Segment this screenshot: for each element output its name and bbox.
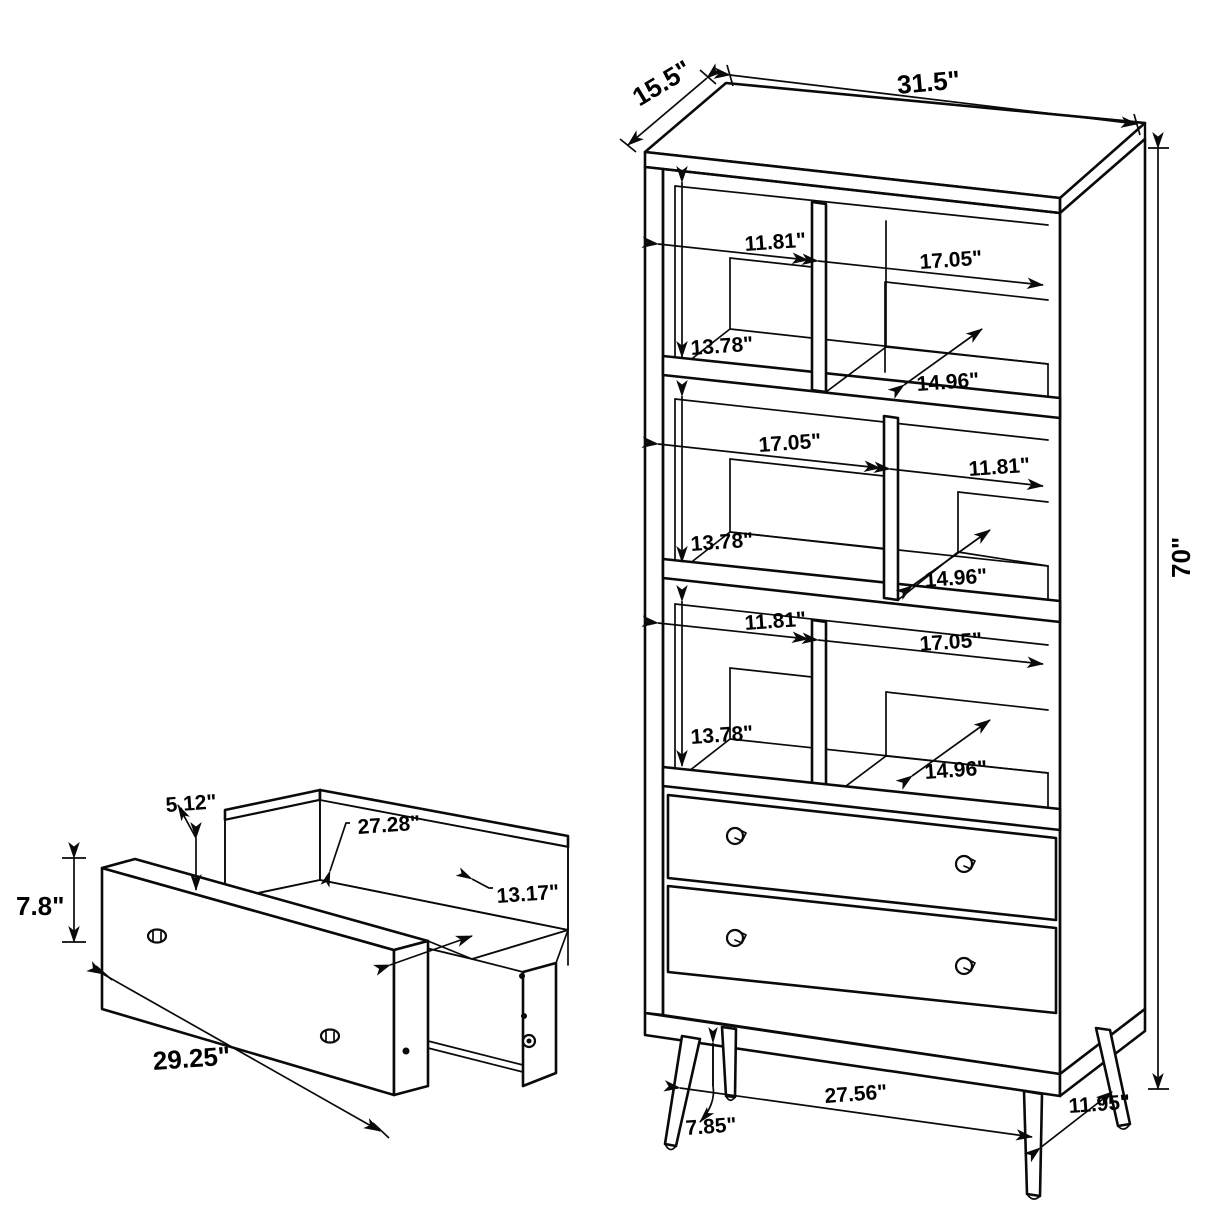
knob-icon (734, 828, 747, 842)
knob-icon[interactable] (319, 1028, 341, 1044)
dimension-label-r1-left-w: 11.81" (743, 228, 807, 256)
drawer-upper[interactable] (666, 793, 1058, 922)
drawer-dimension-lines (62, 804, 493, 1139)
dimension-label-leg-depth: 11.95" (1067, 1090, 1131, 1118)
knob-icon[interactable] (146, 928, 168, 944)
knob-icon (734, 930, 747, 944)
dimension-label-r3-d: 14.96" (923, 756, 988, 784)
shelf-row-1 (661, 185, 1062, 420)
screw-icon (402, 1047, 410, 1055)
dimension-label-r1-right-w: 17.05" (918, 246, 983, 274)
dimension-label-r2-d: 14.96" (923, 564, 988, 592)
dimension-label-r1-d: 14.96" (915, 368, 980, 396)
dimension-label-r2-right-w: 11.81" (967, 453, 1031, 481)
dimension-label-dr-inner-len: 27.28" (356, 811, 421, 839)
leg-front-right (1022, 1089, 1044, 1198)
dimension-label-dr-front-w: 29.25" (151, 1040, 232, 1076)
knob-icon (963, 856, 976, 870)
dimension-label-r3-right-w: 17.05" (918, 628, 983, 656)
dimension-label-cab-height: 70" (1166, 536, 1196, 578)
dimension-label-r3-h: 13.78" (689, 721, 754, 749)
dimension-label-cab-width: 31.5" (895, 64, 962, 100)
dimension-label-leg-span: 27.56" (823, 1080, 888, 1108)
divider-row-1 (810, 200, 828, 394)
dimension-label-dr-inner-h: 5.12" (164, 790, 218, 817)
shelf-row-3 (661, 603, 1062, 832)
shelf-row-2 (661, 398, 1062, 624)
roller-center-icon (526, 1038, 532, 1044)
cabinet-dimension-lines (619, 63, 1169, 1163)
drawer-lower[interactable] (666, 884, 1058, 1015)
dimension-label-dr-inner-w: 13.17" (495, 880, 560, 908)
drawer-right-end-panel (521, 961, 558, 1088)
leg-back-left (720, 1025, 738, 1099)
dimension-label-leg-height: 7.85" (684, 1113, 738, 1140)
cabinet-left-side-panel (643, 165, 665, 1017)
dimension-label-r1-h: 13.78" (689, 332, 754, 360)
divider-row-3 (810, 618, 828, 803)
dimension-label-r2-h: 13.78" (689, 528, 754, 556)
cabinet-right-side-panel (1058, 137, 1147, 1076)
cabinet-assembly (643, 81, 1147, 1200)
dimension-label-r2-left-w: 17.05" (757, 429, 822, 457)
dimension-label-r3-left-w: 11.81" (743, 607, 807, 635)
screw-icon (519, 973, 525, 979)
cabinet-top-panel (643, 81, 1147, 215)
knob-icon (963, 958, 976, 972)
dimension-label-dr-front-h: 7.8" (16, 891, 65, 921)
divider-row-2 (882, 414, 900, 602)
screw-icon (521, 1013, 527, 1019)
drawer-detail-assembly (100, 788, 570, 1097)
